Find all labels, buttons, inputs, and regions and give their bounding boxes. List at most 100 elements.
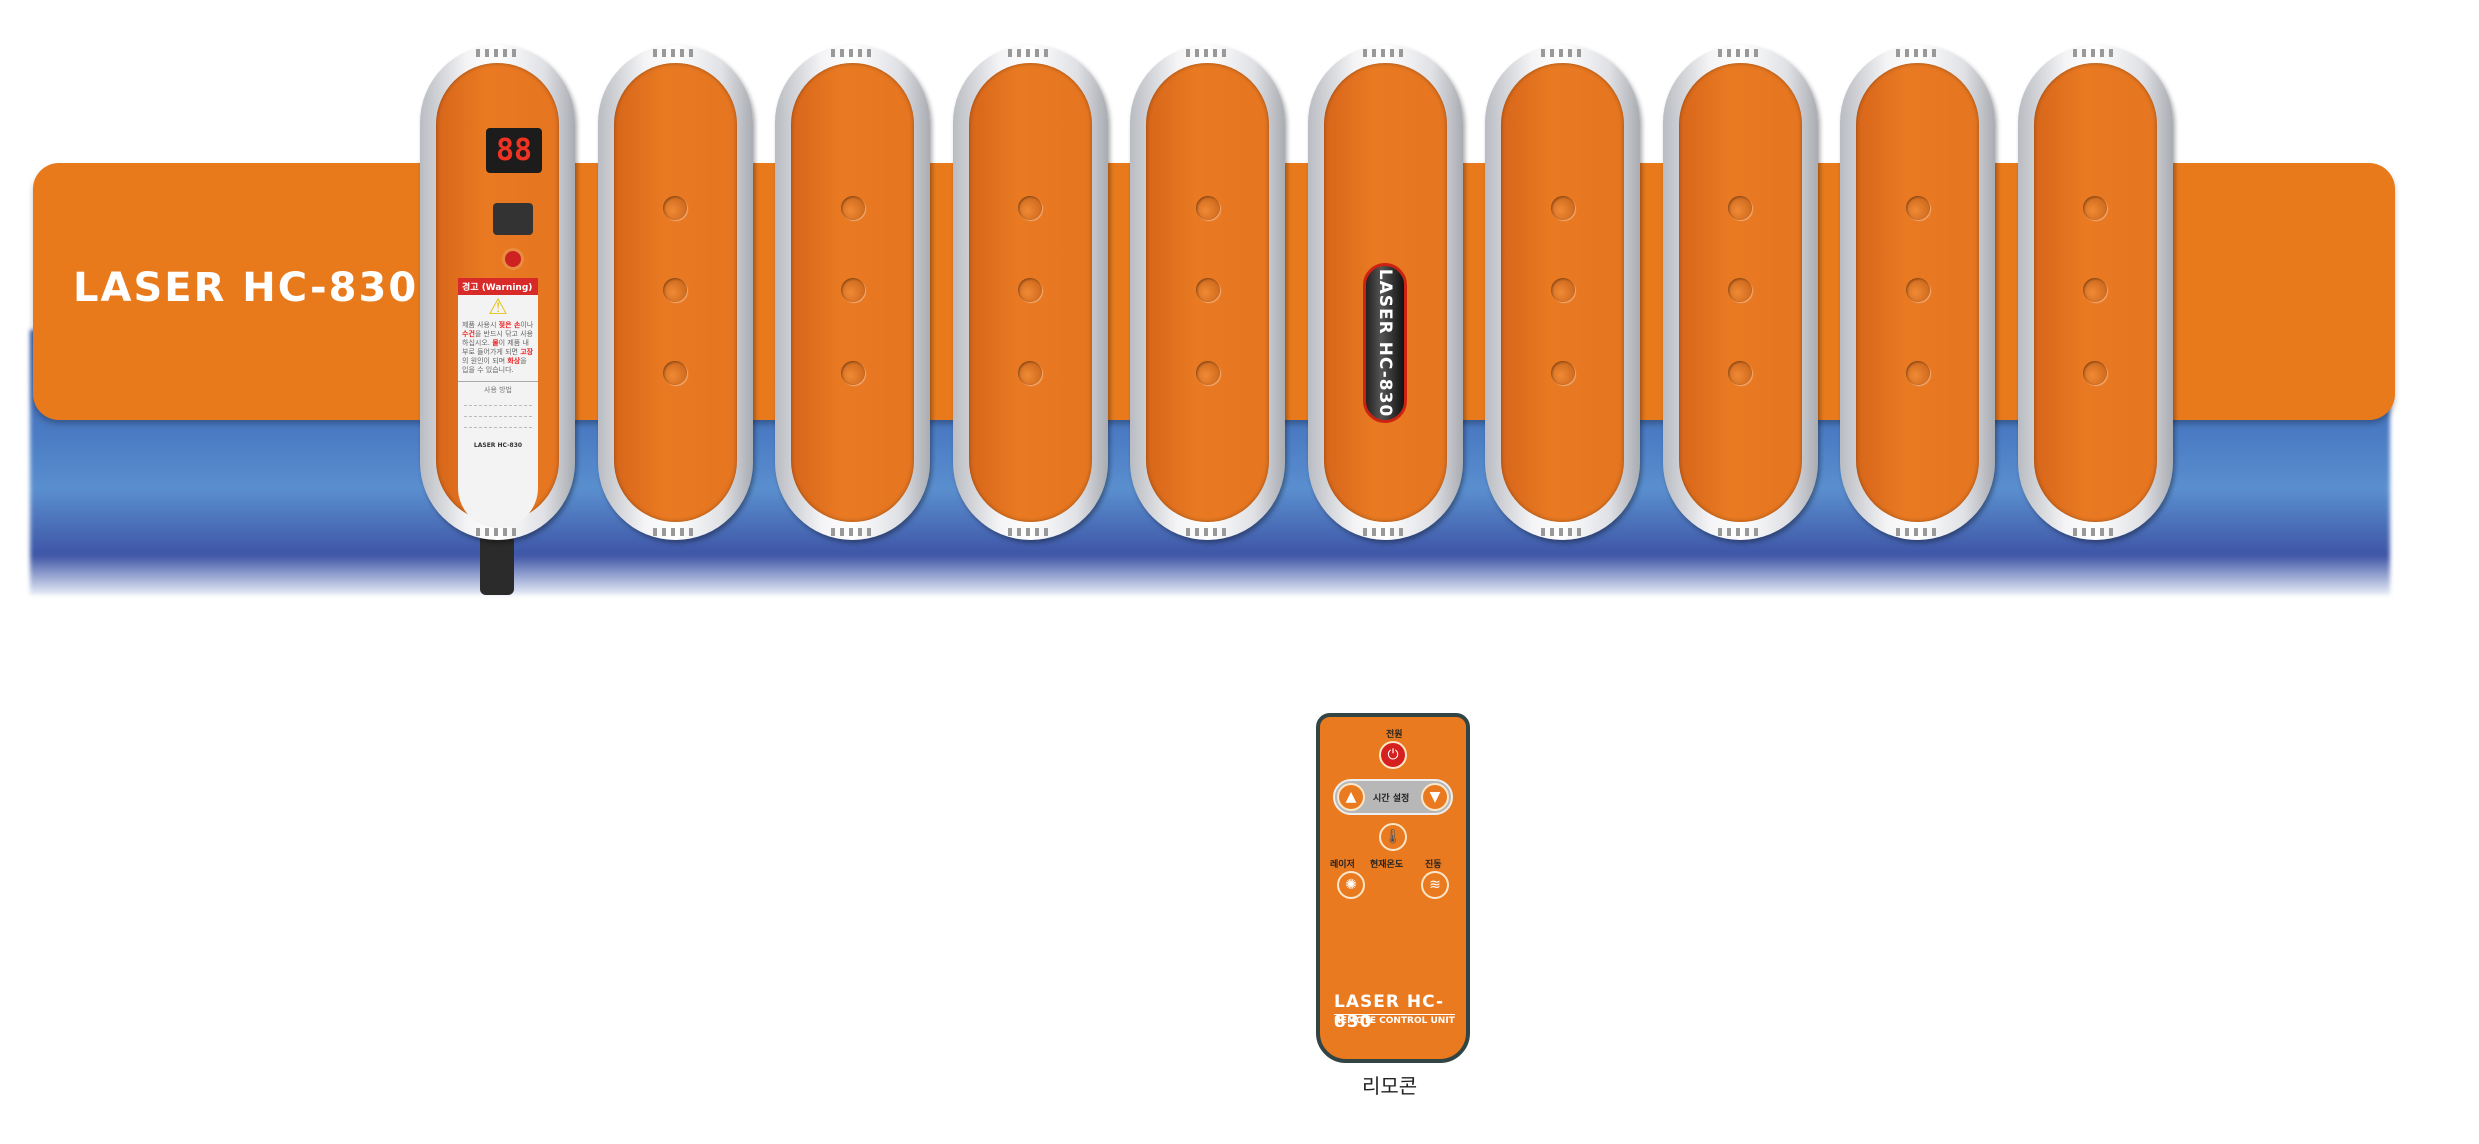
warning-emphasis: 젖은 손 xyxy=(498,321,521,329)
pad-surface xyxy=(1678,63,1802,522)
stud xyxy=(840,361,865,385)
stud xyxy=(2083,361,2107,385)
warning-emphasis: 화상 xyxy=(507,357,521,365)
vent xyxy=(653,49,697,57)
time-down-button[interactable]: ▼ xyxy=(1421,783,1449,811)
vent xyxy=(653,528,697,536)
stud xyxy=(1195,196,1220,220)
warning-sticker: 경고 (Warning)⚠제품 사용시 젖은 손이나 수건을 반드시 닦고 사용… xyxy=(458,278,538,528)
time-setting-label: 시간 설정 xyxy=(1373,794,1410,804)
vent xyxy=(830,49,875,57)
stud xyxy=(840,278,865,302)
remote-brand: LASER HC-830 xyxy=(1334,992,1445,1032)
stud xyxy=(1195,361,1220,385)
vent xyxy=(1718,528,1762,536)
pad-surface xyxy=(2033,63,2157,522)
vent xyxy=(1540,528,1585,536)
stud xyxy=(1195,278,1220,302)
vent xyxy=(475,528,520,536)
pad-surface xyxy=(1501,63,1624,522)
stud xyxy=(1728,196,1752,220)
stud xyxy=(1550,196,1575,220)
warning-triangle-icon: ⚠ xyxy=(488,295,508,320)
stud xyxy=(1905,196,1930,220)
stud xyxy=(2083,278,2107,302)
power-label: 전원 xyxy=(1386,730,1403,740)
heating-pad xyxy=(775,45,930,540)
stud xyxy=(1905,278,1930,302)
stud xyxy=(663,278,687,302)
stud xyxy=(1905,361,1930,385)
stud xyxy=(1550,361,1575,385)
warning-text: 이나 xyxy=(520,321,534,329)
warning-text: 을 반드시 닦고 사용하십시오. xyxy=(462,330,534,347)
vent xyxy=(2073,49,2117,57)
controller-pad: 88 경고 (Warning)⚠제품 사용시 젖은 손이나 수건을 반드시 닦고… xyxy=(420,45,575,540)
thermometer-icon: 🌡 xyxy=(1384,829,1402,845)
heating-pad xyxy=(2017,45,2173,540)
vent xyxy=(1185,528,1230,536)
vent xyxy=(1895,528,1940,536)
vibration-button[interactable]: ≋ xyxy=(1421,871,1449,899)
warning-emphasis: 고장 xyxy=(520,348,534,356)
vent xyxy=(1363,528,1407,536)
heating-pad xyxy=(952,45,1108,540)
thermometer-button[interactable]: 🌡 xyxy=(1379,823,1407,851)
vent xyxy=(1718,49,1762,57)
stud xyxy=(1018,278,1042,302)
vibration-label: 진동 xyxy=(1425,860,1442,870)
stud xyxy=(1550,278,1575,302)
stud xyxy=(1018,361,1042,385)
center-label-text: LASER HC-830 xyxy=(1375,268,1395,418)
pad-surface xyxy=(613,63,737,522)
stud xyxy=(663,361,687,385)
center-label: LASER HC-830 xyxy=(1363,263,1407,423)
heating-pad: LASER HC-830 xyxy=(1307,45,1463,540)
stud xyxy=(2083,196,2107,220)
usage-title: 사용 방법 xyxy=(458,381,538,395)
indicator-led xyxy=(505,251,521,267)
remote-control: 전원 ⏻ ▲ 시간 설정 ▼ 🌡 레이저 현재온도 진동 ✺ ≋ LASER H… xyxy=(1316,713,1470,1063)
time-up-button[interactable]: ▲ xyxy=(1337,783,1365,811)
heating-pad xyxy=(597,45,753,540)
vent xyxy=(830,528,875,536)
stud xyxy=(1018,196,1042,220)
vent xyxy=(1008,49,1052,57)
vent xyxy=(1363,49,1407,57)
stud xyxy=(840,196,865,220)
pad-surface: 88 경고 (Warning)⚠제품 사용시 젖은 손이나 수건을 반드시 닦고… xyxy=(436,63,559,528)
vent xyxy=(475,49,520,57)
wave-icon: ≋ xyxy=(1429,877,1441,893)
power-button[interactable]: ⏻ xyxy=(1379,741,1407,769)
vent xyxy=(1895,49,1940,57)
stud xyxy=(1728,361,1752,385)
laser-label: 레이저 xyxy=(1330,860,1355,870)
pad-surface xyxy=(1146,63,1269,522)
warning-text: 을 입을 수 있습니다. xyxy=(462,357,527,374)
vent xyxy=(1540,49,1585,57)
controller-cord xyxy=(480,535,514,595)
pad-surface xyxy=(968,63,1092,522)
warning-emphasis: 수건 xyxy=(462,330,475,338)
pad-surface xyxy=(791,63,914,522)
digit-display: 88 xyxy=(486,128,542,173)
stud xyxy=(1728,278,1752,302)
warning-text: 제품 사용시 xyxy=(462,321,499,329)
vent xyxy=(1008,528,1052,536)
warning-emphasis: 물 xyxy=(492,339,499,347)
remote-caption: 리모콘 xyxy=(1362,1074,1418,1098)
sun-icon: ✺ xyxy=(1345,877,1357,893)
sticker-model: LASER HC-830 xyxy=(473,442,523,449)
heating-pad xyxy=(1662,45,1818,540)
ir-sensor xyxy=(493,203,533,235)
brand-label: LASER HC-830 xyxy=(73,265,419,311)
warning-text: 이 제품 내부로 들어가게 되면 xyxy=(462,339,529,356)
laser-button[interactable]: ✺ xyxy=(1337,871,1365,899)
stud xyxy=(663,196,687,220)
vent xyxy=(1185,49,1230,57)
heating-pad xyxy=(1130,45,1285,540)
heating-pad xyxy=(1485,45,1640,540)
heating-pad xyxy=(1840,45,1995,540)
vent xyxy=(2073,528,2117,536)
warning-text: 의 원인이 되며 xyxy=(462,357,508,365)
